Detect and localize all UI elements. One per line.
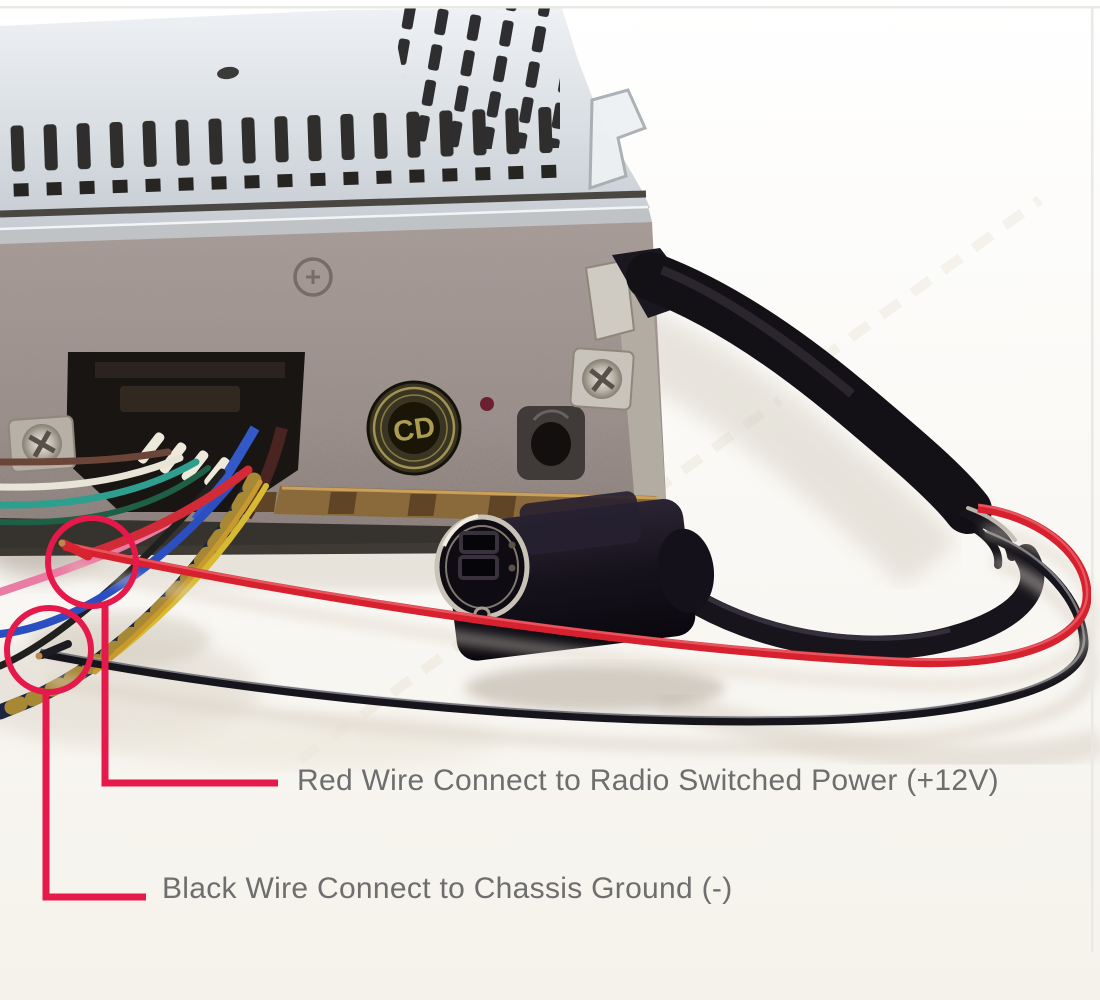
socket-slot-lower xyxy=(458,555,499,580)
loom-wrap xyxy=(626,252,992,534)
right-border xyxy=(1091,6,1094,952)
red-wire-tip xyxy=(59,539,93,561)
loom-sheen xyxy=(660,265,855,398)
radio-unit: CD xyxy=(0,8,668,556)
vent-slot-row xyxy=(0,94,562,234)
chassis-edge-strip xyxy=(0,206,652,246)
connector-shadow xyxy=(465,664,725,712)
black-wire-bare-tip xyxy=(35,652,43,660)
teal-wire xyxy=(0,458,200,509)
red-harness-wire xyxy=(83,465,253,559)
black-leader-line xyxy=(42,690,146,901)
top-border xyxy=(0,6,1100,9)
socket-slot-upper xyxy=(459,531,499,554)
mounting-latch xyxy=(588,88,648,191)
cable-sheen xyxy=(688,585,951,641)
cd-logo-icon: CD xyxy=(391,411,437,449)
red-wire-instruction: Red Wire Connect to Radio Switched Power… xyxy=(297,764,999,797)
brown-wire xyxy=(0,448,172,466)
callout-annotations xyxy=(4,515,278,901)
cd-badge: CD xyxy=(366,380,462,476)
left-screw xyxy=(7,415,77,473)
bracket-screw xyxy=(569,347,635,411)
side-bracket-tab xyxy=(584,258,636,342)
ground-wire-black xyxy=(35,529,1093,747)
adapter-loom xyxy=(612,248,1017,569)
paint-dot xyxy=(480,397,494,411)
wiring-harness xyxy=(0,448,269,720)
white-wire xyxy=(0,454,184,491)
power-wire-red xyxy=(58,505,1094,685)
gold-bundle-tape xyxy=(0,472,262,720)
red-wire-bare-tip xyxy=(58,539,66,547)
black-wire-tip xyxy=(38,640,72,659)
green-wire xyxy=(0,465,211,526)
embossed-mark-cross xyxy=(306,270,320,284)
cover-hole xyxy=(217,66,239,80)
iso-socket-interior xyxy=(95,362,288,523)
black-wire-instruction: Black Wire Connect to Chassis Ground (-) xyxy=(162,872,733,905)
red-leader-line xyxy=(101,602,278,787)
connector-face xyxy=(434,514,530,622)
antenna-socket xyxy=(517,406,585,480)
edge-highlight xyxy=(0,205,649,231)
embossed-mark xyxy=(293,257,333,297)
connector-cable xyxy=(674,544,1045,660)
red-junction-circle xyxy=(45,515,139,609)
